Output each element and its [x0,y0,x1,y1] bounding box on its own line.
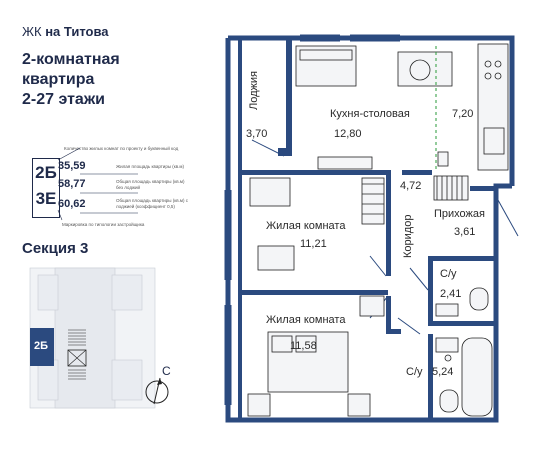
kitchen-furniture [295,43,509,171]
hall-furniture [433,175,469,201]
total-with-loggia-value: 60,62 [58,198,86,210]
corridor-area: 4,72 [400,180,422,192]
section-title: Секция 3 [22,240,89,257]
outer-walls [225,35,515,423]
apt-line1: 2-комнатная [22,51,120,68]
wc2-area: 5,24 [432,366,454,378]
doors [251,139,519,335]
living-room-2-label: Жилая комната [266,314,346,326]
living-room-1-area: 11,21 [300,238,327,250]
total-no-loggia-desc: Общая площадь квартиры (кв.м) без лоджий [116,179,185,190]
complex-name: на Титова [45,24,109,39]
compass-north-letter: С [162,364,171,378]
section-apt-marker-label: 2Б [34,340,49,352]
living-room-1-label: Жилая комната [266,220,346,232]
section-plan [29,267,156,409]
note-rooms: Количество жилых комнат по проекту и бук… [64,146,179,151]
total-no-loggia-value: 58,77 [58,178,86,190]
kitchen-label: Кухня-столовая [330,108,410,120]
complex-prefix: ЖК [22,24,42,39]
note-marking: Маркировка по типологии застройщика [62,222,145,227]
wc2-label: С/у [406,366,423,378]
kitchen-area: 12,80 [334,128,362,140]
loggia-area: 3,70 [246,128,268,140]
complex-title: ЖК на Титова [22,24,109,39]
code-bottom: 3Е [35,189,57,208]
apartment-marker [30,328,54,366]
inner-walls [238,38,498,420]
compass-icon [145,377,169,405]
living-room-2-area: 11,58 [290,340,317,352]
apartment-title: 2-комнатная квартира 2-27 этажи [22,50,192,110]
kitchen-extra-area: 7,20 [452,108,474,120]
hall-label: Прихожая [434,208,485,220]
floors: 2-27 этажи [22,91,106,108]
corridor-label: Коридор [402,214,414,258]
bedroom-furniture [247,177,385,417]
apt-line2: квартира [22,71,95,88]
code-top: 2Б [35,163,57,182]
living-area-value: 35,59 [58,160,86,172]
total-with-loggia-desc: Общая площадь квартиры (кв.м) с лоджией … [116,198,188,209]
loggia-label: Лоджия [248,71,260,110]
wc1-area: 2,41 [440,288,462,300]
legend-block: 2Б 3Е Количество жилых комнат по проекту… [22,146,190,236]
windows [224,34,400,405]
code-box: 2Б 3Е [32,158,60,218]
legend-lines [57,147,138,221]
hall-area: 3,61 [454,226,476,238]
bathroom-fixtures [435,287,493,417]
living-area-desc: Жилая площадь квартиры (кв.м) [116,164,185,169]
wc1-label: С/у [440,268,457,280]
